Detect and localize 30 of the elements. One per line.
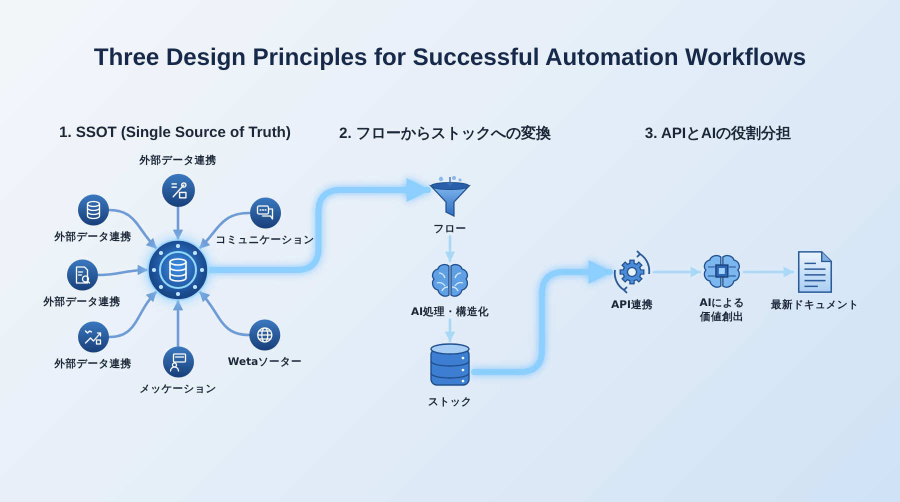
icon-label: API連携	[611, 299, 653, 313]
icon-label: メッケーション	[140, 383, 216, 397]
icon-label: 最新ドキュメント	[771, 299, 859, 313]
icon-label: 外部データ連携	[140, 154, 216, 168]
arrow	[198, 290, 250, 336]
arrow	[96, 264, 148, 276]
icon-label: 外部データ連携	[44, 296, 120, 310]
arrow	[108, 290, 158, 338]
icon-label: ストック	[428, 396, 472, 410]
icon-label: コミュニケーション	[216, 234, 314, 248]
icon-label: Wetaソーター	[228, 356, 302, 370]
arrow	[198, 212, 250, 250]
arrow	[206, 178, 431, 273]
icon-label: フロー	[434, 223, 466, 237]
arrow	[444, 318, 456, 342]
icon-label: 外部データ連携	[54, 231, 132, 245]
arrow	[172, 300, 184, 348]
section-heading: 1. SSOT (Single Source of Truth)	[59, 124, 291, 141]
arrow	[652, 266, 702, 278]
arrow	[108, 208, 158, 250]
icon-label: AIによる価値創出	[698, 297, 746, 324]
section-heading: 3. APIとAIの役割分担	[644, 124, 792, 143]
arrow	[172, 206, 184, 240]
title: Three Design Principles for Successful Automation Workflows	[92, 44, 808, 72]
icon-label: AI処理・構造化	[410, 306, 490, 320]
arrow	[742, 266, 794, 278]
arrow	[471, 260, 613, 375]
arrow	[444, 235, 456, 262]
icon-label: 外部データ連携	[54, 358, 132, 372]
section-heading: 2. フローからストックへの変換	[339, 124, 551, 143]
